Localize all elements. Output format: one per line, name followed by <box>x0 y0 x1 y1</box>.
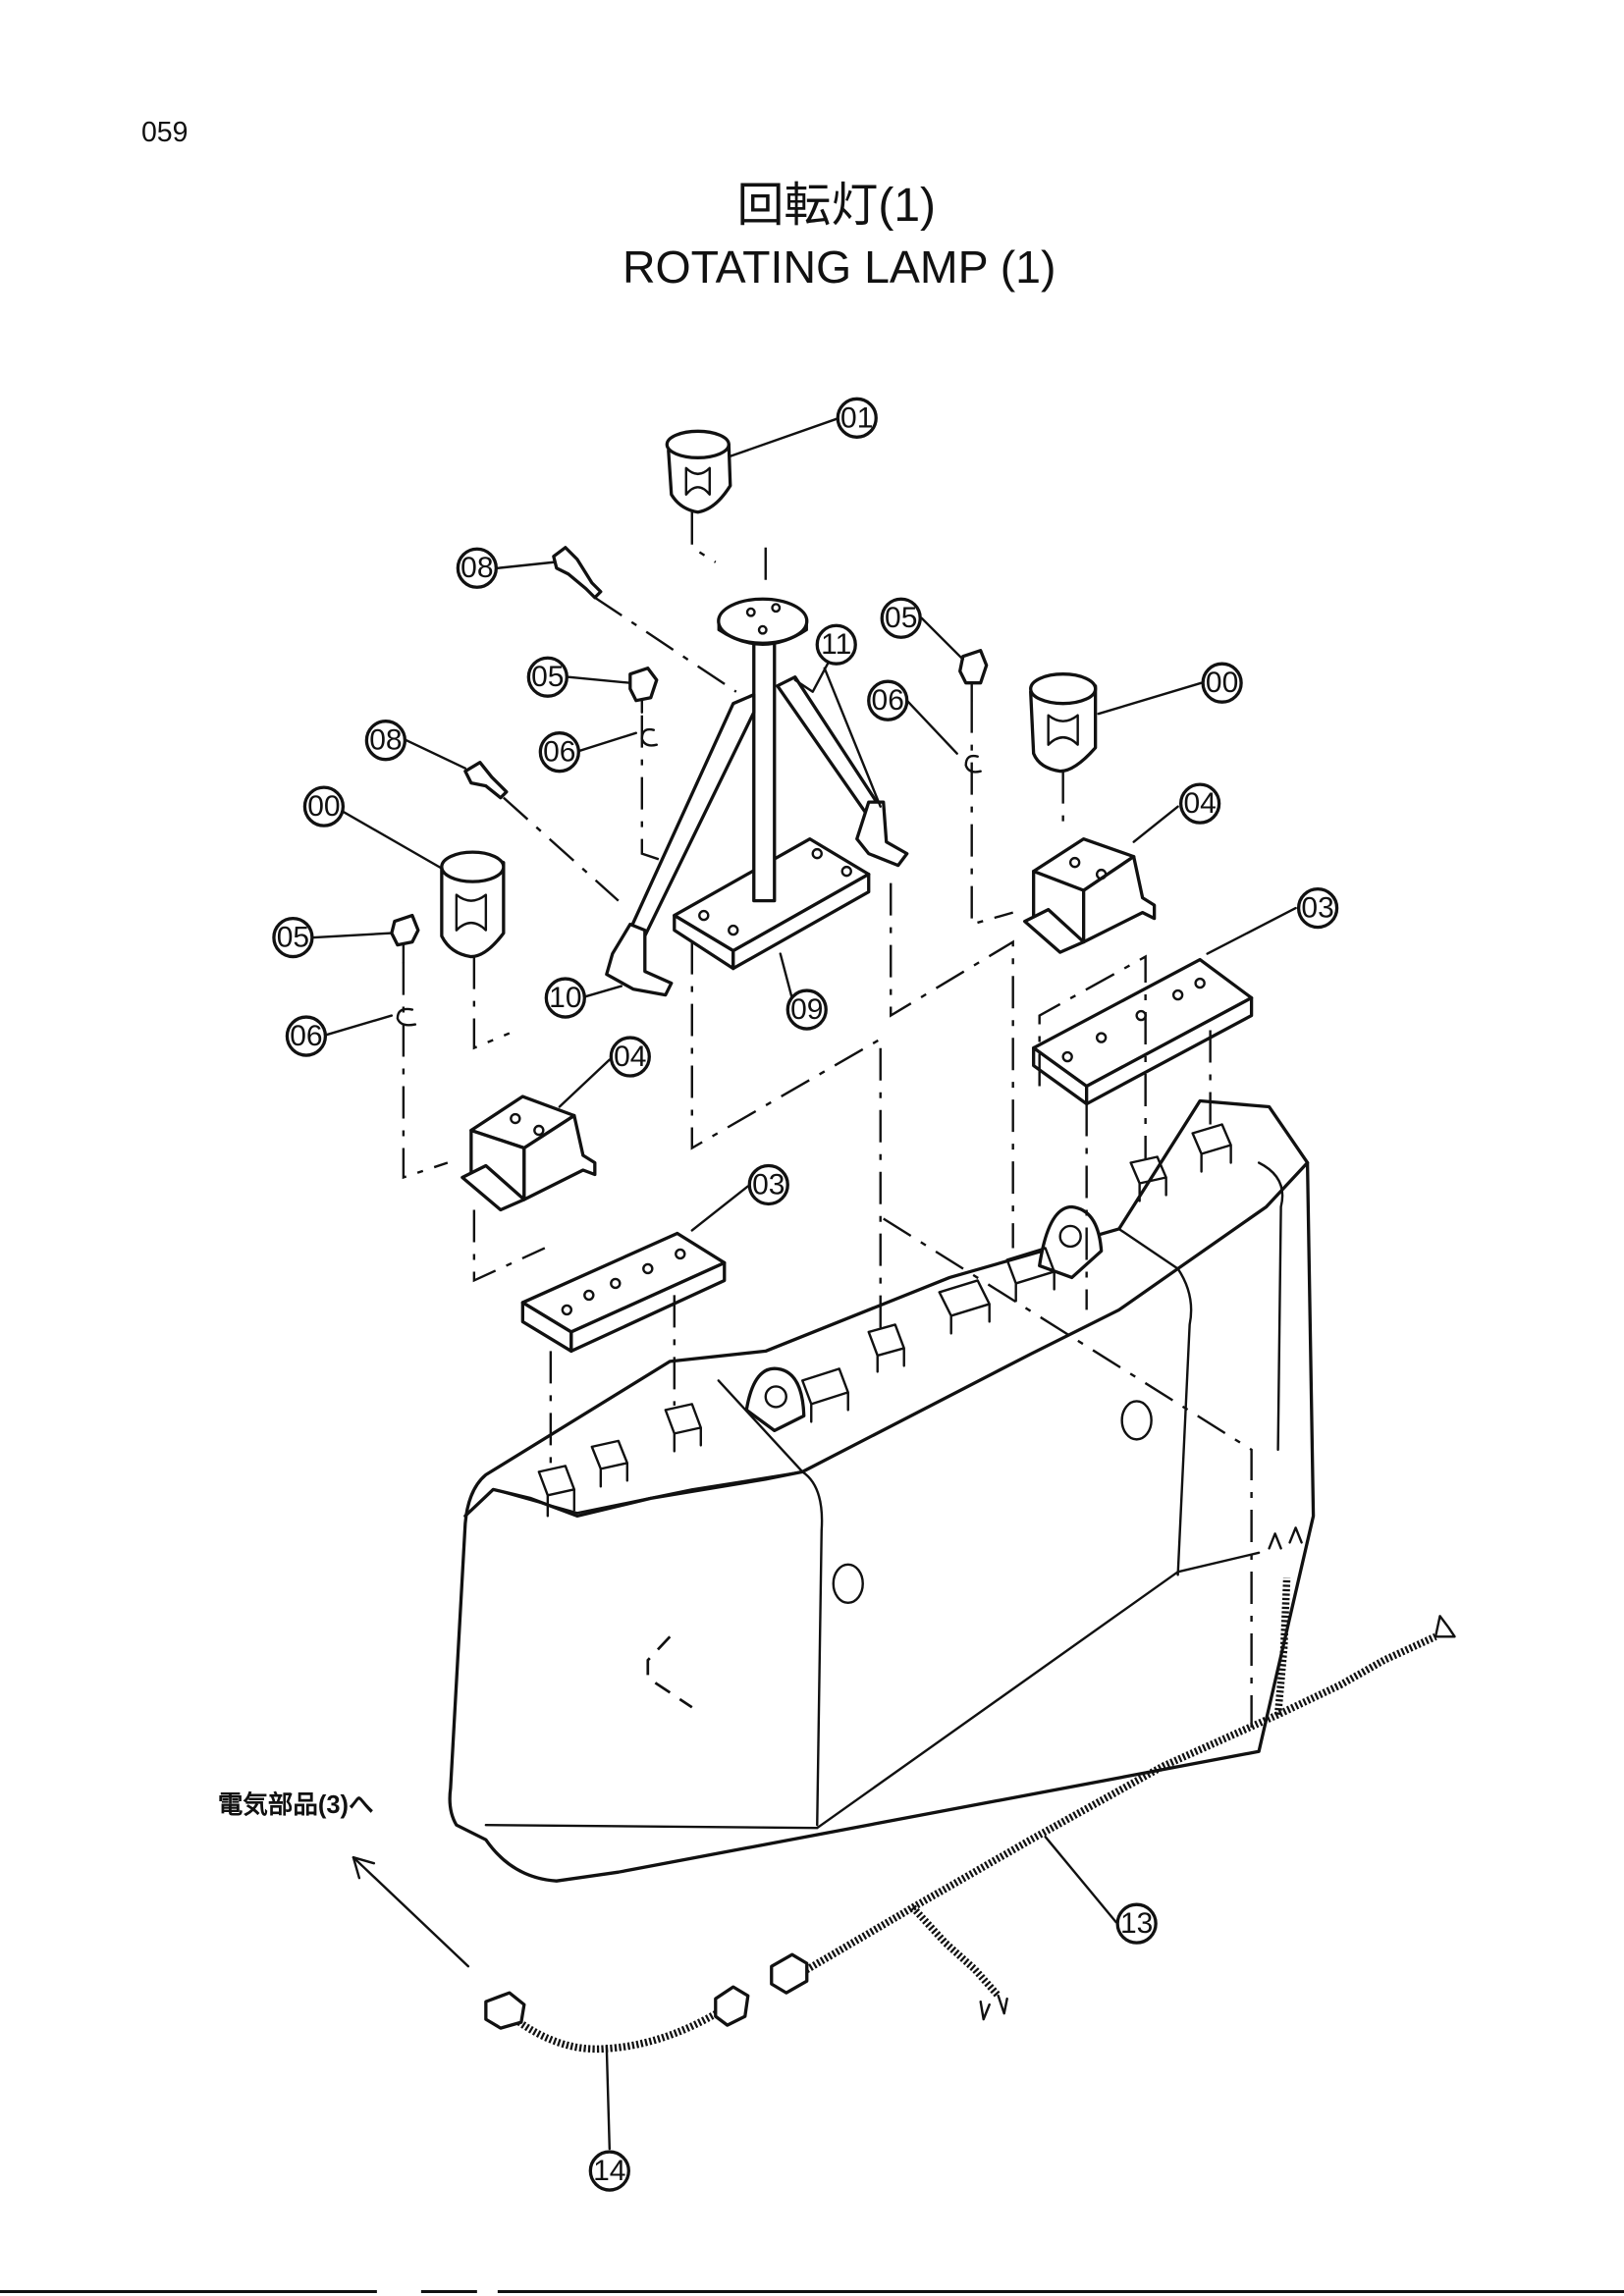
svg-text:01: 01 <box>840 401 873 434</box>
fasteners <box>390 546 989 1027</box>
svg-text:08: 08 <box>369 724 402 757</box>
svg-text:05: 05 <box>277 922 309 954</box>
assembly-guide-lines <box>402 511 1253 1730</box>
svg-text:05: 05 <box>885 602 917 634</box>
svg-text:09: 09 <box>790 993 823 1026</box>
lamp-pole-stand <box>673 597 871 971</box>
wire-harness-13 <box>770 1526 1456 2021</box>
svg-text:10: 10 <box>549 982 581 1014</box>
callout-13: 13 <box>1115 1902 1158 1945</box>
svg-text:04: 04 <box>614 1041 646 1073</box>
svg-text:03: 03 <box>1301 892 1333 925</box>
svg-text:00: 00 <box>1206 667 1238 699</box>
callout-04-right: 04 <box>1178 782 1221 825</box>
rotating-lamp-left <box>440 850 506 959</box>
bracket-plate-left <box>520 1231 727 1354</box>
callout-14: 14 <box>588 2150 630 2192</box>
stay-rods <box>605 675 909 997</box>
svg-text:06: 06 <box>543 736 575 769</box>
reference-arrow <box>352 1855 470 1968</box>
svg-text:11: 11 <box>821 628 851 661</box>
title-japanese: 回転灯(1) <box>736 180 936 232</box>
callout-00-left: 00 <box>302 785 346 828</box>
svg-text:06: 06 <box>290 1020 322 1052</box>
callout-06-left: 06 <box>285 1015 328 1057</box>
reference-note: 電気部品(3)へ <box>218 1790 374 1819</box>
callout-06-middle: 06 <box>538 731 580 774</box>
svg-text:04: 04 <box>1183 787 1216 820</box>
callout-09: 09 <box>785 988 828 1031</box>
lamp-bracket-right <box>1023 836 1157 954</box>
callout-03-right: 03 <box>1296 886 1339 930</box>
callout-05-middle: 05 <box>526 656 568 698</box>
callout-05-left: 05 <box>272 916 314 959</box>
callout-04-left: 04 <box>609 1036 651 1078</box>
page-number: 059 <box>141 117 189 148</box>
callout-08-upper: 08 <box>456 547 498 589</box>
svg-text:13: 13 <box>1120 1907 1153 1940</box>
svg-text:08: 08 <box>460 552 493 584</box>
callout-06-right: 06 <box>867 679 909 721</box>
leader-lines <box>312 416 1297 2151</box>
bracket-plate-right <box>1032 957 1254 1106</box>
rotating-lamp-right <box>1029 672 1098 774</box>
callout-11: 11 <box>815 623 857 666</box>
svg-text:05: 05 <box>531 661 564 693</box>
title-english: ROTATING LAMP (1) <box>623 241 1056 293</box>
svg-text:06: 06 <box>872 684 904 717</box>
wire-harness-14 <box>484 1985 750 2054</box>
callout-03-left: 03 <box>747 1163 789 1206</box>
lamp-bracket-left <box>460 1095 597 1212</box>
svg-text:00: 00 <box>307 790 340 823</box>
callout-08-lower: 08 <box>364 720 407 762</box>
callout-00-right: 00 <box>1201 662 1243 704</box>
callout-10: 10 <box>544 977 586 1019</box>
mounting-pads <box>537 1123 1232 1518</box>
rotating-lamp-top <box>665 429 732 514</box>
svg-text:14: 14 <box>593 2155 625 2187</box>
callout-01: 01 <box>836 397 878 439</box>
svg-text:03: 03 <box>752 1168 785 1201</box>
callout-05-right: 05 <box>880 597 922 639</box>
counterweight <box>448 1098 1316 1883</box>
